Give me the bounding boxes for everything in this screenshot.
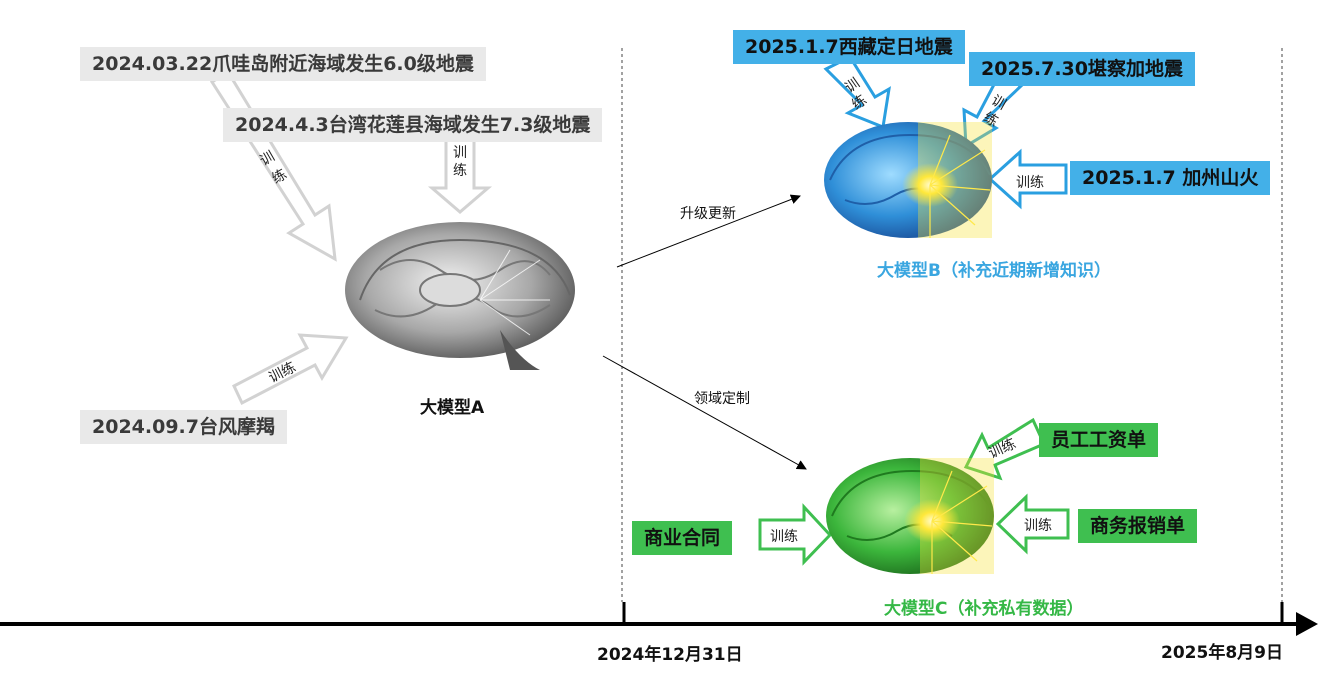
date-2025-08-09: 2025年8月9日 [1161,643,1283,663]
custom-arrow [602,355,807,470]
event-california-wildfire: 2025.1.7 加州山火 [1070,161,1271,195]
train-arrows-b [823,55,1068,210]
data-business-contract: 商业合同 [632,521,733,555]
train-arrows-c [758,417,1070,566]
train-arrow-2 [427,138,493,214]
train-arrow-c3 [758,503,833,566]
model-a-label: 大模型A [420,398,485,418]
train-label-b3: 训练 [1016,175,1044,191]
upgrade-arrow [616,194,801,268]
brain-c-image [826,458,994,574]
timeline-arrowhead [1296,612,1318,636]
event-kamchatka-earthquake: 2025.7.30堪察加地震 [969,52,1195,86]
train-label-a2-char2: 练 [453,163,467,179]
model-c-label: 大模型C（补充私有数据） [884,599,1084,619]
event-java-earthquake: 2024.03.22爪哇岛附近海域发生6.0级地震 [80,47,486,81]
event-taiwan-earthquake: 2024.4.3台湾花莲县海域发生7.3级地震 [223,108,603,142]
brain-a-image [345,222,575,370]
event-typhoon-yagi: 2024.09.7台风摩羯 [80,410,287,444]
upgrade-label: 升级更新 [680,206,736,222]
brain-b-image [824,122,992,238]
train-label-a2-char1: 训 [453,145,467,161]
train-label-c3: 训练 [770,529,798,545]
train-arrow-c1 [963,417,1047,481]
train-arrow-b3 [987,148,1068,210]
data-payroll: 员工工资单 [1039,423,1159,457]
train-label-c2: 训练 [1024,518,1052,534]
data-expense-report: 商务报销单 [1078,509,1198,543]
model-b-label: 大模型B（补充近期新增知识） [877,261,1111,281]
train-arrow-c2 [995,493,1070,555]
event-tibet-earthquake: 2025.1.7西藏定日地震 [733,30,965,64]
train-arrow-3 [232,333,349,406]
custom-label: 领域定制 [694,391,750,407]
date-2024-12-31: 2024年12月31日 [597,645,743,665]
